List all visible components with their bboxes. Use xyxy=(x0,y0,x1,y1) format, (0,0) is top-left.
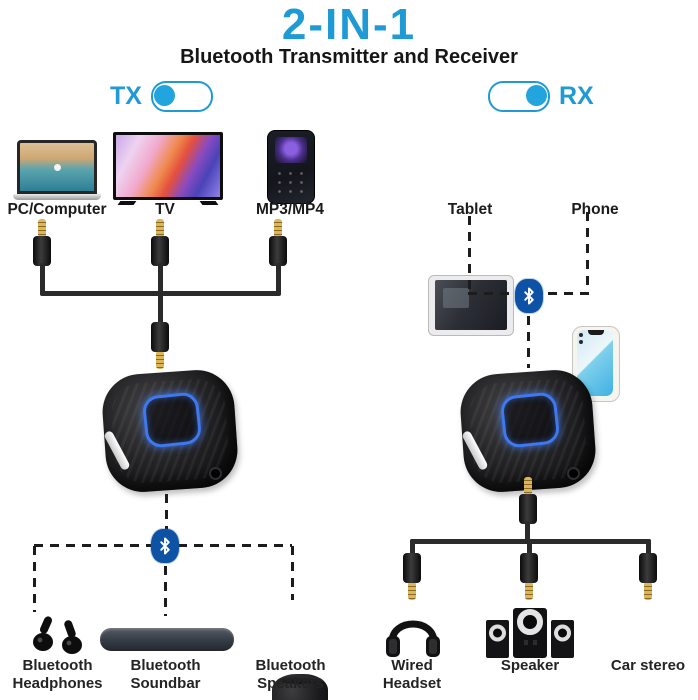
cable-line xyxy=(158,291,163,324)
aux-port xyxy=(569,469,578,478)
sink-label-bt-soundbar: Bluetooth Soundbar xyxy=(130,657,201,692)
cylinder-speaker-icon xyxy=(272,674,328,700)
bluetooth-icon xyxy=(515,279,543,313)
aux-jack-icon xyxy=(33,219,51,266)
aux-jack-icon xyxy=(639,553,657,600)
source-label-mp3: MP3/MP4 xyxy=(255,201,325,218)
aux-jack-icon xyxy=(520,553,538,600)
source-label-pc: PC/Computer xyxy=(7,201,107,218)
aux-jack-icon xyxy=(519,477,537,524)
page-subtitle: Bluetooth Transmitter and Receiver xyxy=(180,46,518,68)
bluetooth-adapter-device xyxy=(458,367,598,495)
apple-logo-icon xyxy=(53,163,61,171)
aux-jack-icon xyxy=(269,219,287,266)
bluetooth-link-line xyxy=(164,566,167,616)
sink-label-bt-headphones: Bluetooth Headphones xyxy=(12,657,103,692)
cable-line xyxy=(646,539,651,556)
cable-line xyxy=(158,263,163,295)
aux-jack-icon xyxy=(403,553,421,600)
aux-jack-icon xyxy=(151,322,169,369)
phone-notch xyxy=(588,330,604,335)
tx-toggle[interactable] xyxy=(150,81,213,112)
bluetooth-link-line xyxy=(33,546,36,612)
tx-mode-group: TX xyxy=(110,81,213,112)
headphones-icon xyxy=(386,620,440,657)
cable-line xyxy=(525,521,530,542)
earbuds-icon xyxy=(33,616,82,654)
bluetooth-link-line xyxy=(165,494,168,530)
led-ring-button xyxy=(499,391,561,449)
cable-line xyxy=(276,263,281,295)
bluetooth-link-line xyxy=(586,212,589,294)
sink-label-car-stereo: Car stereo xyxy=(610,657,686,674)
source-label-tv: TV xyxy=(155,201,175,218)
bluetooth-icon xyxy=(151,529,179,563)
bluetooth-link-line xyxy=(291,546,294,600)
bluetooth-link-line xyxy=(468,216,471,294)
rx-toggle[interactable] xyxy=(488,81,550,112)
tx-toggle-knob xyxy=(154,84,176,106)
tv-icon xyxy=(113,132,223,205)
cable-line xyxy=(527,539,532,556)
laptop-icon xyxy=(13,140,101,200)
rx-mode-group: RX xyxy=(488,81,594,112)
sink-label-speaker: Speaker xyxy=(500,657,560,674)
led-ring-button xyxy=(141,391,203,449)
cable-line xyxy=(410,539,415,556)
rx-mode-label: RX xyxy=(559,82,594,110)
cable-line xyxy=(40,263,45,295)
aux-jack-icon xyxy=(151,219,169,266)
bluetooth-link-line xyxy=(527,316,530,368)
source-label-tablet: Tablet xyxy=(447,201,493,218)
tablet-icon xyxy=(428,275,514,336)
page-title: 2-IN-1 xyxy=(281,0,417,49)
sink-label-bt-speakers: Bluetooth Speakers xyxy=(255,657,326,692)
source-label-phone: Phone xyxy=(571,201,619,218)
mp3-player-icon xyxy=(267,130,315,204)
computer-speakers-icon xyxy=(486,608,574,658)
aux-port xyxy=(211,469,220,478)
soundbar-icon xyxy=(100,628,234,651)
sink-label-wired-headset: Wired Headset xyxy=(382,657,442,692)
bluetooth-adapter-device xyxy=(100,367,240,495)
rx-toggle-knob xyxy=(525,84,547,106)
tx-mode-label: TX xyxy=(110,82,142,110)
